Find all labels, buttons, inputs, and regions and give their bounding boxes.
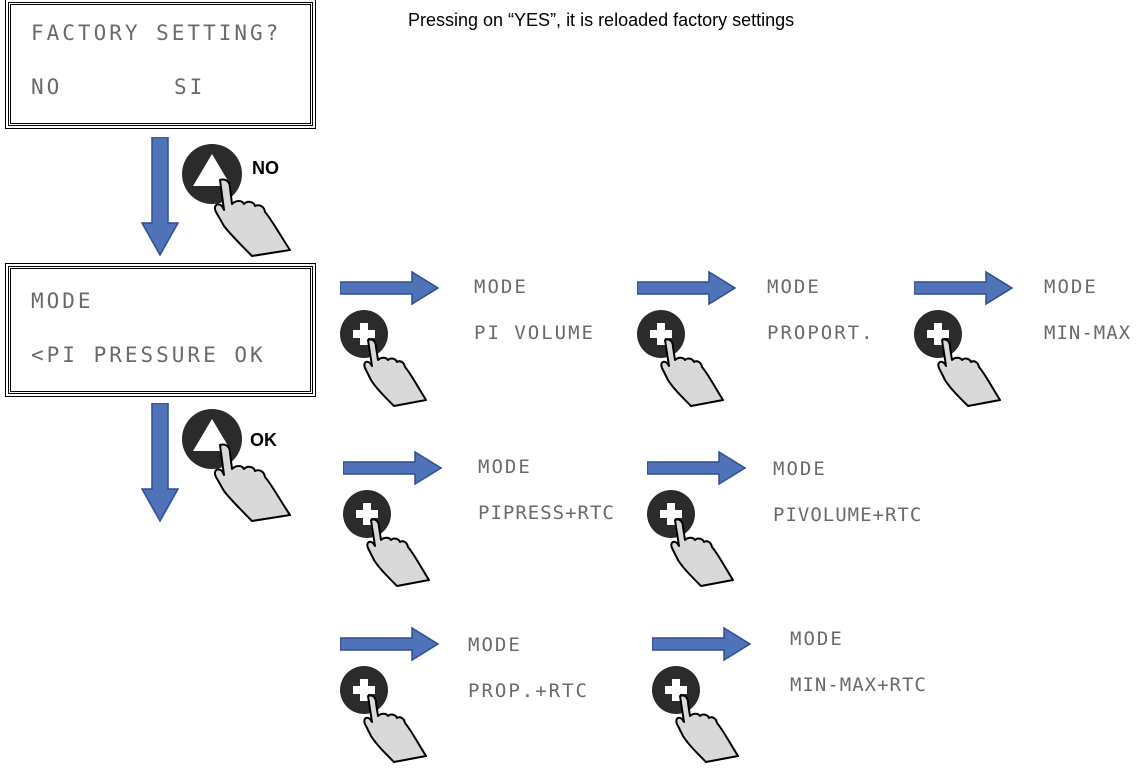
- option-line-1: MODE: [767, 276, 821, 298]
- ok-button-label: OK: [250, 430, 277, 450]
- option-line-1: MODE: [478, 456, 532, 478]
- option-line-2: MIN-MAX+RTC: [790, 674, 927, 696]
- pointing-hand-icon: [363, 694, 427, 763]
- plus-button-icon[interactable]: [650, 662, 745, 772]
- option-line-2: PIPRESS+RTC: [478, 502, 615, 524]
- plus-button-icon[interactable]: [338, 662, 433, 772]
- option-step: MODE PROP.+RTC: [340, 626, 610, 774]
- option-line-2: PROPORT.: [767, 322, 875, 344]
- right-arrow-icon: [652, 626, 752, 662]
- pointing-hand-icon: [366, 518, 430, 587]
- pointing-hand-icon: [937, 338, 1001, 407]
- option-line-1: MODE: [773, 458, 827, 480]
- down-arrow-icon: [140, 403, 180, 523]
- right-arrow-icon: [914, 270, 1014, 306]
- pointing-hand-icon: [660, 338, 724, 407]
- down-arrow-icon: [140, 137, 180, 257]
- option-step: MODE MIN-MAX+RTC: [652, 626, 942, 774]
- option-line-2: MIN-MAX: [1044, 322, 1132, 344]
- triangle-button-icon[interactable]: [180, 140, 295, 260]
- option-line-1: MODE: [468, 634, 522, 656]
- option-step: MODE PIVOLUME+RTC: [647, 450, 927, 600]
- no-button-label: NO: [252, 158, 279, 178]
- display-line-1: MODE: [31, 289, 94, 313]
- pointing-hand-icon: [363, 338, 427, 407]
- right-arrow-icon: [340, 270, 440, 306]
- plus-button-icon[interactable]: [645, 486, 740, 596]
- option-line-2: PIVOLUME+RTC: [773, 504, 923, 526]
- plus-button-icon[interactable]: [341, 486, 436, 596]
- option-step: MODE MIN-MAX: [914, 270, 1143, 420]
- mode-display: MODE <PI PRESSURE OK: [5, 263, 316, 397]
- pointing-hand-icon: [670, 518, 734, 587]
- option-step: MODE PI VOLUME: [338, 270, 593, 420]
- display-option-si: SI: [174, 75, 206, 99]
- display-line-2: <PI PRESSURE OK: [31, 343, 266, 367]
- pointing-hand-icon: [213, 178, 291, 257]
- triangle-button-icon[interactable]: [180, 405, 295, 525]
- factory-reset-note: Pressing on “YES”, it is reloaded factor…: [408, 10, 795, 30]
- option-line-2: PROP.+RTC: [468, 680, 589, 702]
- pointing-hand-icon: [675, 694, 739, 763]
- right-arrow-icon: [343, 450, 443, 486]
- right-arrow-icon: [637, 270, 737, 306]
- display-line-1: FACTORY SETTING?: [31, 21, 282, 45]
- option-line-2: PI VOLUME: [474, 322, 595, 344]
- factory-setting-display: FACTORY SETTING? NO SI: [5, 0, 316, 129]
- plus-button-icon[interactable]: [635, 306, 730, 416]
- pointing-hand-icon: [213, 443, 291, 522]
- plus-button-icon[interactable]: [912, 306, 1007, 416]
- right-arrow-icon: [340, 626, 440, 662]
- option-line-1: MODE: [474, 276, 528, 298]
- display-option-no: NO: [31, 75, 63, 99]
- option-line-1: MODE: [790, 628, 844, 650]
- plus-button-icon[interactable]: [338, 306, 433, 416]
- right-arrow-icon: [647, 450, 747, 486]
- option-step: MODE PROPORT.: [637, 270, 877, 420]
- option-step: MODE PIPRESS+RTC: [341, 450, 615, 600]
- option-line-1: MODE: [1044, 276, 1098, 298]
